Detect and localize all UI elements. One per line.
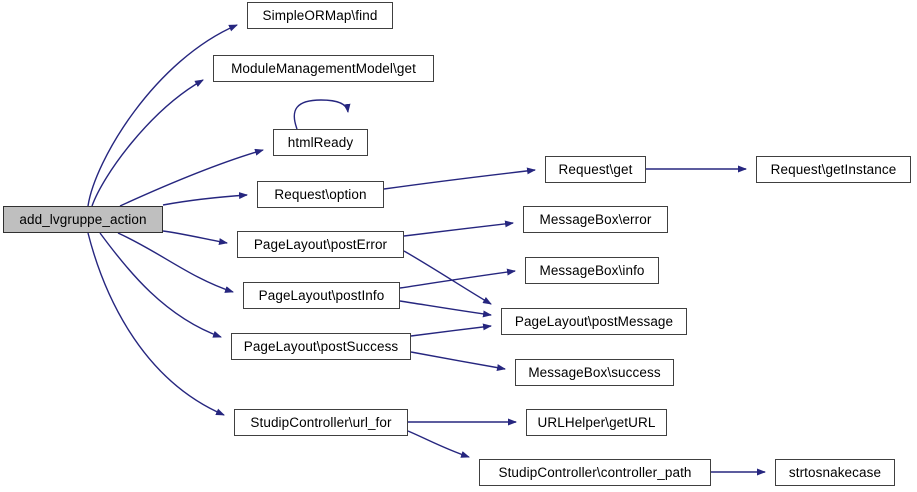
graph-node-postsuccess[interactable]: PageLayout\postSuccess <box>231 333 411 360</box>
graph-node-msgerror[interactable]: MessageBox\error <box>523 206 668 233</box>
graph-node-getinstance[interactable]: Request\getInstance <box>756 156 911 183</box>
graph-node-label: add_lvgruppe_action <box>19 211 147 227</box>
graph-edge-postsuccess-to-msgsuccess <box>410 351 506 372</box>
graph-node-ctrlpath[interactable]: StudipController\controller_path <box>479 459 711 486</box>
graph-node-label: PageLayout\postMessage <box>514 313 674 329</box>
graph-node-label: strtosnakecase <box>788 464 882 480</box>
graph-edge-root-to-htmlready <box>119 148 264 207</box>
graph-node-label: StudipController\url_for <box>250 414 392 430</box>
graph-node-label: SimpleORMap\find <box>262 7 378 23</box>
graph-node-reqget[interactable]: Request\get <box>545 156 646 183</box>
graph-node-label: PageLayout\postInfo <box>258 287 385 303</box>
graph-node-htmlready[interactable]: htmlReady <box>273 129 368 156</box>
graph-node-label: htmlReady <box>287 134 354 150</box>
graph-edge-reqoption-to-reqget <box>383 167 536 190</box>
graph-node-urlfor[interactable]: StudipController\url_for <box>234 409 408 436</box>
graph-node-label: Request\option <box>274 186 367 202</box>
graph-edge-root-to-urlfor <box>87 232 225 416</box>
graph-edge-root-to-posterror <box>162 230 228 246</box>
graph-edge-postinfo-to-msginfo <box>399 268 516 289</box>
edges-group <box>87 24 766 476</box>
graph-node-geturl[interactable]: URLHelper\getURL <box>526 409 667 436</box>
graph-edge-urlfor-to-ctrlpath <box>407 430 470 458</box>
graph-node-posterror[interactable]: PageLayout\postError <box>237 231 404 258</box>
graph-edge-posterror-to-msgerror <box>403 220 514 237</box>
graph-node-label: MessageBox\error <box>539 211 652 227</box>
graph-node-label: ModuleManagementModel\get <box>231 60 416 76</box>
graph-node-reqoption[interactable]: Request\option <box>257 181 384 208</box>
graph-node-msgsuccess[interactable]: MessageBox\success <box>515 359 674 386</box>
graph-node-label: MessageBox\success <box>528 364 661 380</box>
graph-edge-htmlready-to-htmlready <box>293 99 351 130</box>
graph-node-label: URLHelper\getURL <box>537 414 656 430</box>
graph-node-msginfo[interactable]: MessageBox\info <box>525 257 659 284</box>
graph-node-label: MessageBox\info <box>539 262 645 278</box>
graph-node-label: Request\get <box>558 161 633 177</box>
graph-node-mmmget[interactable]: ModuleManagementModel\get <box>213 55 434 82</box>
graph-node-postinfo[interactable]: PageLayout\postInfo <box>243 282 400 309</box>
graph-node-snakecase[interactable]: strtosnakecase <box>775 459 895 486</box>
graph-edge-postinfo-to-postmessage <box>399 300 492 318</box>
graph-node-root[interactable]: add_lvgruppe_action <box>3 206 163 233</box>
graph-edge-postsuccess-to-postmessage <box>410 323 492 337</box>
graph-edge-root-to-reqoption <box>162 192 248 206</box>
graph-node-label: Request\getInstance <box>770 161 897 177</box>
graph-edge-root-to-find <box>87 24 238 207</box>
graph-node-find[interactable]: SimpleORMap\find <box>247 2 393 29</box>
graph-edge-root-to-postinfo <box>117 232 234 293</box>
graph-edge-root-to-postsuccess <box>99 232 222 338</box>
graph-node-label: PageLayout\postSuccess <box>243 338 399 354</box>
graph-node-postmessage[interactable]: PageLayout\postMessage <box>501 308 687 335</box>
graph-node-label: PageLayout\postError <box>253 236 388 252</box>
graph-edge-posterror-to-postmessage <box>403 250 492 305</box>
graph-node-label: StudipController\controller_path <box>498 464 692 480</box>
graph-edge-root-to-mmmget <box>91 79 204 207</box>
